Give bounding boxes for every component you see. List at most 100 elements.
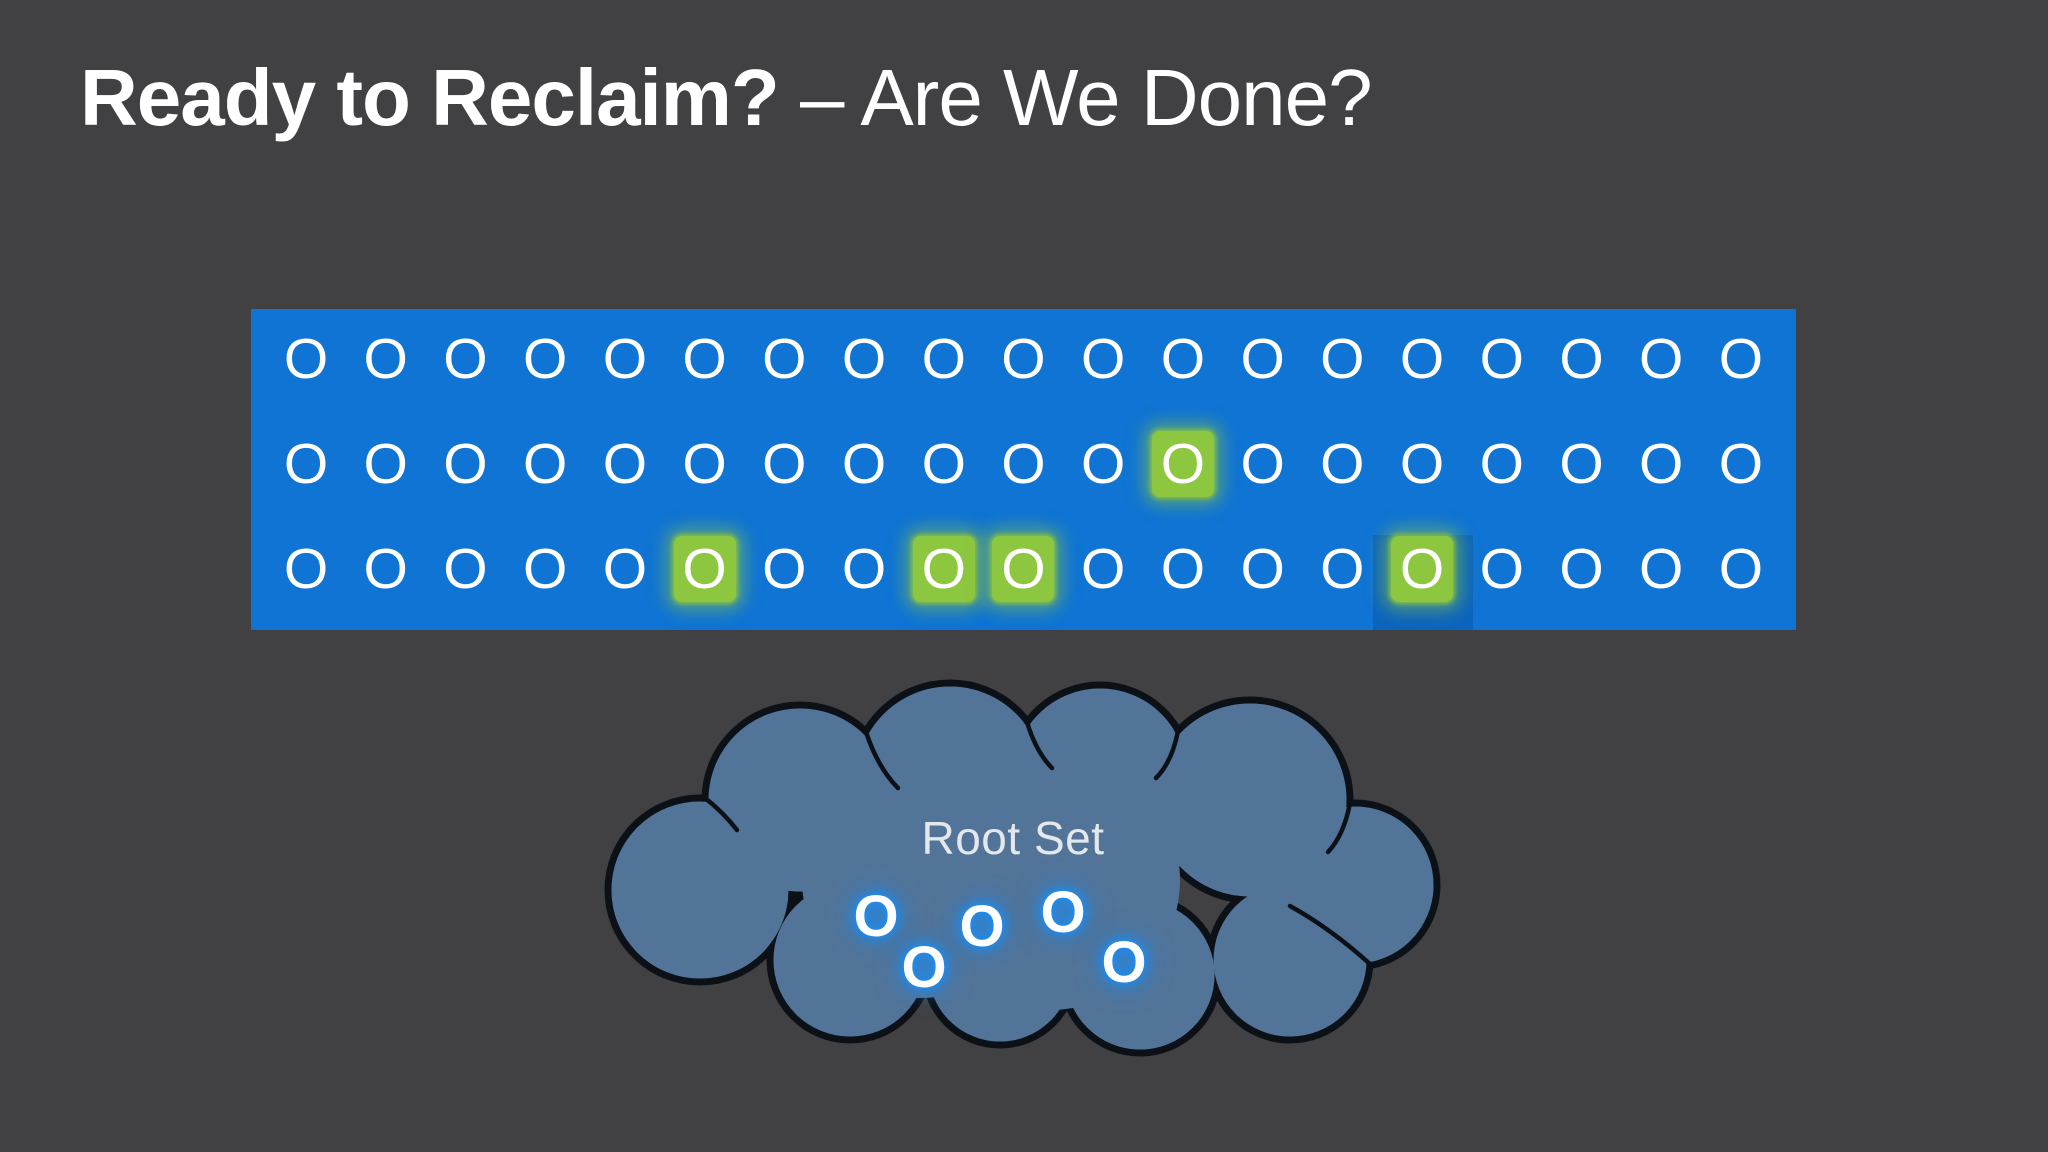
heap-object: O [994, 314, 1052, 404]
heap-object-marked: O [915, 524, 973, 614]
heap-object: O [277, 419, 335, 509]
object-glyph: O [602, 536, 648, 601]
object-glyph: O [1399, 536, 1445, 601]
heap-object: O [994, 419, 1052, 509]
heap-object: O [1632, 524, 1690, 614]
heap-object: O [277, 314, 335, 404]
object-glyph: O [1160, 536, 1206, 601]
heap-object: O [516, 419, 574, 509]
object-glyph: O [602, 326, 648, 391]
object-glyph: O [762, 431, 807, 496]
object-glyph: O [762, 536, 807, 601]
heap-object: O [835, 314, 893, 404]
heap-object-marked: O [1393, 524, 1451, 614]
object-glyph: O [1001, 326, 1046, 391]
object-glyph: O [363, 326, 408, 391]
object-glyph: O [682, 536, 727, 601]
heap-object: O [835, 419, 893, 509]
object-glyph: O [1081, 536, 1126, 601]
heap-object: O [1553, 419, 1611, 509]
heap-object: O [1712, 314, 1770, 404]
root-object: O [1040, 880, 1086, 945]
heap-object: O [1632, 314, 1690, 404]
object-glyph: O [1559, 326, 1604, 391]
heap-object: O [516, 314, 574, 404]
heap-object: O [1632, 419, 1690, 509]
heap-object: O [1234, 314, 1292, 404]
object-glyph: O [1399, 431, 1445, 496]
object-glyph: O [841, 431, 887, 496]
object-glyph: O [1639, 431, 1684, 496]
heap-object: O [676, 419, 734, 509]
heap-object: O [357, 419, 415, 509]
heap-object: O [1154, 524, 1212, 614]
heap-object: O [1553, 524, 1611, 614]
slide-title: Ready to Reclaim? – Are We Done? [80, 52, 1373, 144]
cloud-fill-layer [611, 686, 1434, 1050]
object-glyph: O [443, 536, 488, 601]
heap-object: O [1553, 314, 1611, 404]
heap-object: O [835, 524, 893, 614]
object-glyph: O [1001, 431, 1046, 496]
object-glyph: O [1718, 326, 1764, 391]
heap-object: O [436, 314, 494, 404]
object-glyph: O [921, 326, 966, 391]
object-glyph: O [1479, 536, 1524, 601]
object-glyph: O [1160, 431, 1206, 496]
object-glyph: O [1718, 536, 1764, 601]
object-glyph: O [1081, 431, 1126, 496]
heap-object-marked: O [1154, 419, 1212, 509]
object-glyph: O [1160, 326, 1206, 391]
object-glyph: O [1240, 431, 1285, 496]
title-primary-text: Ready to Reclaim? [80, 53, 780, 142]
heap-object: O [915, 419, 973, 509]
root-object: O [1101, 930, 1147, 995]
object-glyph: O [1639, 326, 1684, 391]
object-glyph: O [443, 431, 488, 496]
heap-object: O [1313, 524, 1371, 614]
object-glyph: O [602, 431, 648, 496]
heap-object: O [1234, 524, 1292, 614]
object-glyph: O [841, 326, 887, 391]
heap-object-marked: O [676, 524, 734, 614]
object-glyph: O [921, 431, 966, 496]
object-glyph: O [363, 431, 408, 496]
title-secondary-text: – Are We Done? [778, 53, 1373, 142]
heap-object: O [755, 524, 813, 614]
heap-object: O [1393, 419, 1451, 509]
object-glyph: O [1320, 326, 1365, 391]
heap-object: O [1473, 524, 1531, 614]
heap-object: O [1074, 419, 1132, 509]
object-glyph: O [522, 536, 568, 601]
object-glyph: O [682, 326, 727, 391]
heap-object: O [755, 419, 813, 509]
heap-object: O [436, 524, 494, 614]
heap-object: O [1473, 419, 1531, 509]
object-glyph: O [443, 326, 488, 391]
heap-object: O [1154, 314, 1212, 404]
object-glyph: O [283, 431, 329, 496]
object-glyph: O [1240, 326, 1285, 391]
object-glyph: O [1320, 536, 1365, 601]
heap-object: O [1313, 314, 1371, 404]
object-glyph: O [1718, 431, 1764, 496]
object-glyph: O [841, 536, 887, 601]
heap-object: O [596, 314, 654, 404]
object-glyph: O [283, 326, 329, 391]
object-glyph: O [1479, 326, 1524, 391]
object-glyph: O [1639, 536, 1684, 601]
heap-object: O [357, 524, 415, 614]
heap-object: O [1074, 524, 1132, 614]
heap-object: O [1234, 419, 1292, 509]
heap-object: O [1074, 314, 1132, 404]
object-glyph: O [1479, 431, 1524, 496]
object-glyph: O [1320, 431, 1365, 496]
object-glyph: O [522, 431, 568, 496]
root-object: O [853, 884, 899, 949]
